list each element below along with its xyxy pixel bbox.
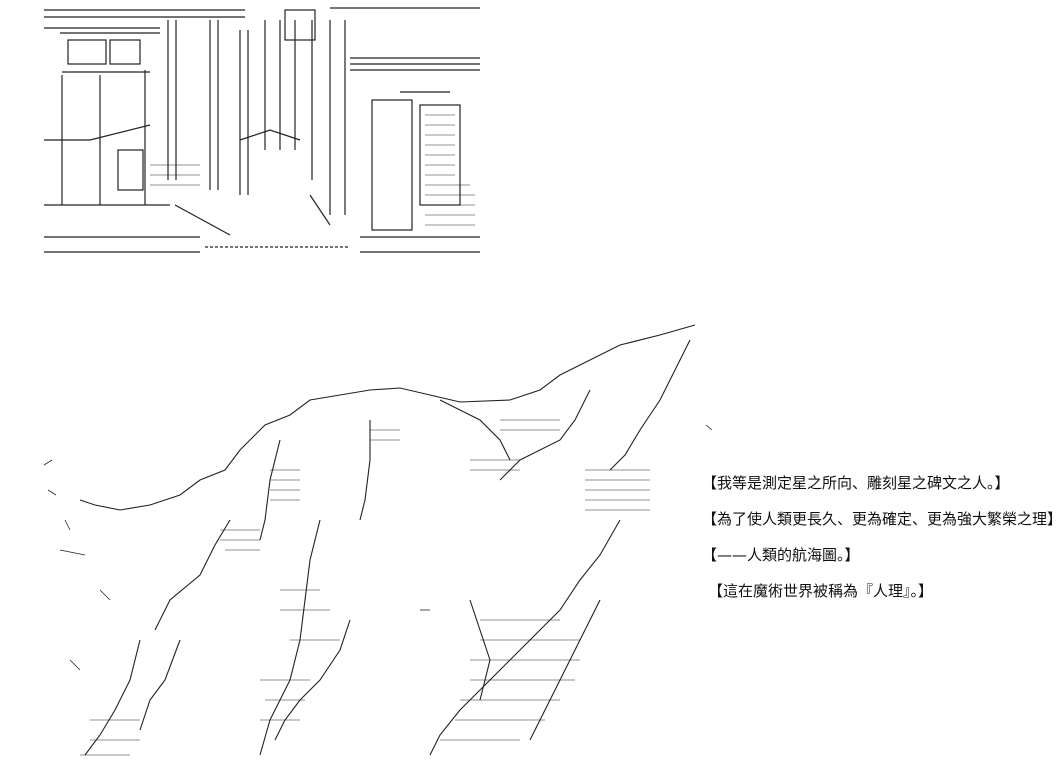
ascii-art-cloaked-figure xyxy=(43,324,713,756)
narration-caption-4: 【這在魔術世界被稱為『人理』。】 xyxy=(708,582,934,600)
narration-caption-3: 【——人類的航海圖。】 xyxy=(702,546,860,564)
narration-caption-2: 【為了使人類更長久、更為確定、更為強大繁榮之理】 xyxy=(702,510,1060,528)
narration-caption-1: 【我等是測定星之所向、雕刻星之碑文之人。】 xyxy=(702,474,1010,492)
ascii-art-building-interior xyxy=(44,7,480,253)
